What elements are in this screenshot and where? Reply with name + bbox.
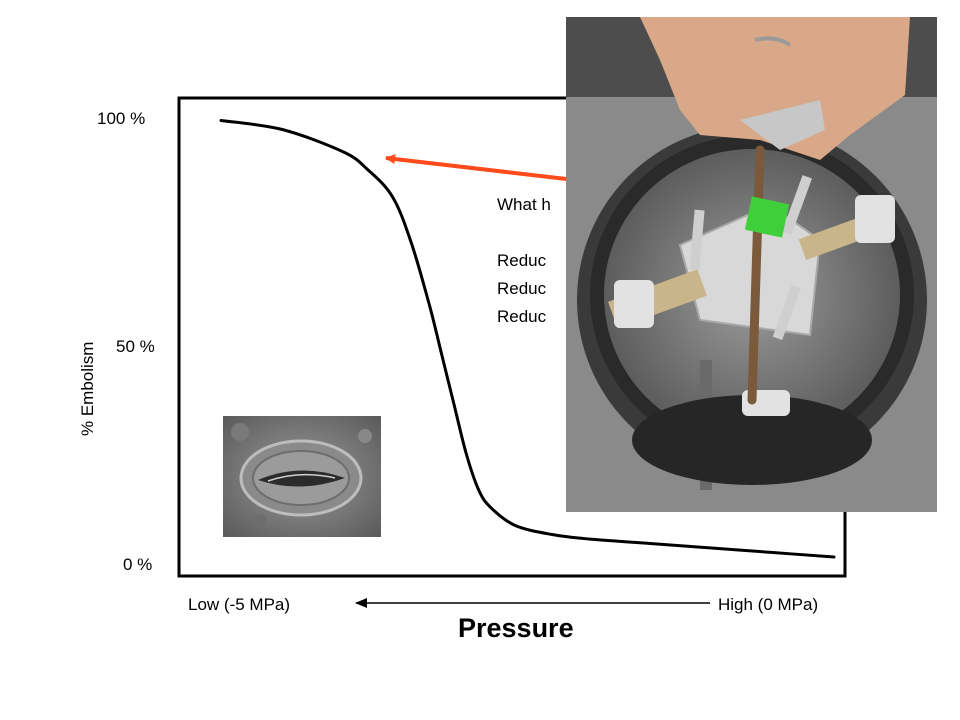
x-axis-title: Pressure bbox=[458, 613, 574, 643]
x-high-label: High (0 MPa) bbox=[718, 595, 818, 614]
series-line-embolism bbox=[219, 119, 836, 559]
y-axis-label: % Embolism bbox=[78, 342, 97, 436]
centrifuge-photo-icon bbox=[566, 17, 937, 512]
annotation-text: What h Reduc Reduc Reduc bbox=[497, 195, 551, 326]
x-low-label: Low (-5 MPa) bbox=[188, 595, 290, 614]
y-tick-100: 100 % bbox=[97, 109, 145, 128]
y-tick-50: 50 % bbox=[116, 337, 155, 356]
sem-stomata-icon bbox=[223, 416, 381, 537]
annotation-line-1: What h bbox=[497, 195, 551, 214]
y-tick-0: 0 % bbox=[123, 555, 152, 574]
annotation-line-3: Reduc bbox=[497, 251, 547, 270]
annotation-arrow bbox=[385, 154, 576, 182]
annotation-line-4: Reduc bbox=[497, 279, 547, 298]
annotation-line-5: Reduc bbox=[497, 307, 547, 326]
